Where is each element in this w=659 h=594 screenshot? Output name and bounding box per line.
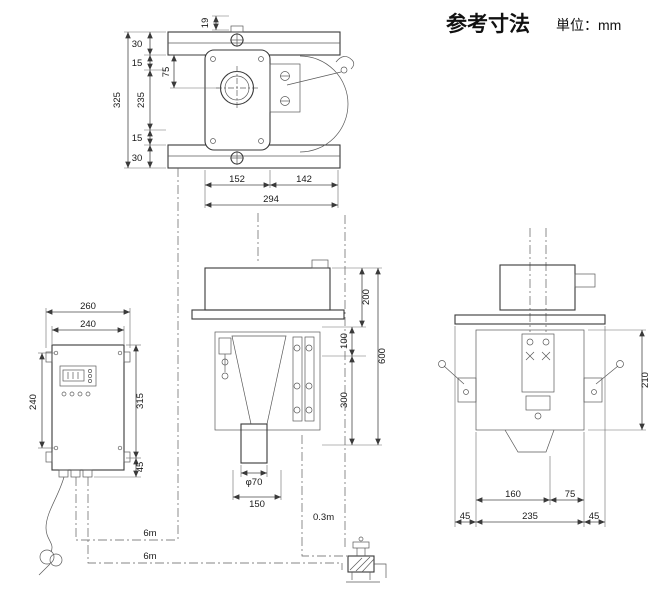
lever-knob xyxy=(340,66,348,74)
controller-display xyxy=(59,365,97,387)
drawing-unit-label: 単位：mm xyxy=(556,17,621,33)
dim-label-160: 160 xyxy=(505,489,521,500)
dim-label-19: 19 xyxy=(200,18,211,29)
controller-box: 260 240 240 315 45 xyxy=(28,301,146,576)
controller-enclosure xyxy=(51,344,125,471)
dim-label-45-right: 45 xyxy=(589,511,600,522)
dim-label-0-3m: 0.3m xyxy=(313,512,334,523)
hopper-side xyxy=(499,264,576,311)
cable-length-label-2: 6m xyxy=(143,551,156,562)
dim-label-30-top: 30 xyxy=(132,39,143,50)
dim-label-150: 150 xyxy=(249,499,265,510)
toggle-clamp-right xyxy=(583,360,624,403)
front-view: 200 100 300 600 φ70 150 xyxy=(191,259,388,510)
dim-label-300: 300 xyxy=(339,392,350,408)
top-view: 30 15 235 325 15 30 75 19 152 142 2 xyxy=(112,15,355,208)
bolt-assembly xyxy=(521,333,555,420)
top-view-dimensions: 30 15 235 325 15 30 75 19 152 142 2 xyxy=(112,15,339,208)
dim-label-100: 100 xyxy=(339,333,350,349)
dim-label-142: 142 xyxy=(296,174,312,185)
dim-label-600: 600 xyxy=(377,348,388,364)
dim-label-15-bottom: 15 xyxy=(132,133,143,144)
dim-label-235-side: 235 xyxy=(522,511,538,522)
dim-label-240-width: 240 xyxy=(80,319,96,330)
dim-label-152: 152 xyxy=(229,174,245,185)
mounting-plate-front xyxy=(191,309,345,320)
dim-label-294: 294 xyxy=(263,194,279,205)
dim-label-210: 210 xyxy=(640,372,651,388)
dim-label-75-side: 75 xyxy=(565,489,576,500)
controller-dimensions: 260 240 240 315 45 xyxy=(28,301,146,478)
air-tube-line xyxy=(301,435,347,557)
solenoid-valve-symbol xyxy=(346,536,387,583)
drawing-title: 参考寸法 xyxy=(446,12,530,36)
lever-mechanism xyxy=(269,55,355,153)
controller-buttons xyxy=(61,391,91,397)
dim-label-30-bottom: 30 xyxy=(132,153,143,164)
dim-label-45: 45 xyxy=(135,462,146,473)
cable-run-2 xyxy=(87,477,343,570)
connection-lines: 6m 6m 0.3m xyxy=(75,168,347,570)
dim-label-240-height: 240 xyxy=(28,394,39,410)
dim-label-75: 75 xyxy=(161,67,172,78)
mounting-plate-side xyxy=(454,314,606,325)
dim-label-260: 260 xyxy=(80,301,96,312)
front-view-dimensions: 200 100 300 600 φ70 150 xyxy=(232,267,388,510)
discharge-chute xyxy=(504,429,555,453)
spring-clip xyxy=(335,56,355,70)
dim-label-45-left: 45 xyxy=(460,511,471,522)
hopper-front xyxy=(204,267,331,311)
cable-run-1 xyxy=(75,477,178,541)
toggle-clamp-left xyxy=(438,360,477,403)
dim-label-325: 325 xyxy=(112,92,123,108)
dim-label-200: 200 xyxy=(361,289,372,305)
dim-label-315: 315 xyxy=(135,393,146,409)
title-block: 参考寸法 単位：mm xyxy=(446,12,621,36)
side-view: 210 160 75 45 235 45 xyxy=(438,228,651,527)
dim-label-15-top: 15 xyxy=(132,58,143,69)
outlet-cylinder xyxy=(240,423,268,464)
cable-length-label-1: 6m xyxy=(143,528,156,539)
lever-swing-arc xyxy=(299,55,349,153)
side-view-dimensions: 210 160 75 45 235 45 xyxy=(454,326,651,527)
dim-label-235: 235 xyxy=(136,92,147,108)
funnel-cone xyxy=(231,335,287,425)
power-cable xyxy=(38,476,65,576)
dim-label-phi70: φ70 xyxy=(246,477,263,488)
